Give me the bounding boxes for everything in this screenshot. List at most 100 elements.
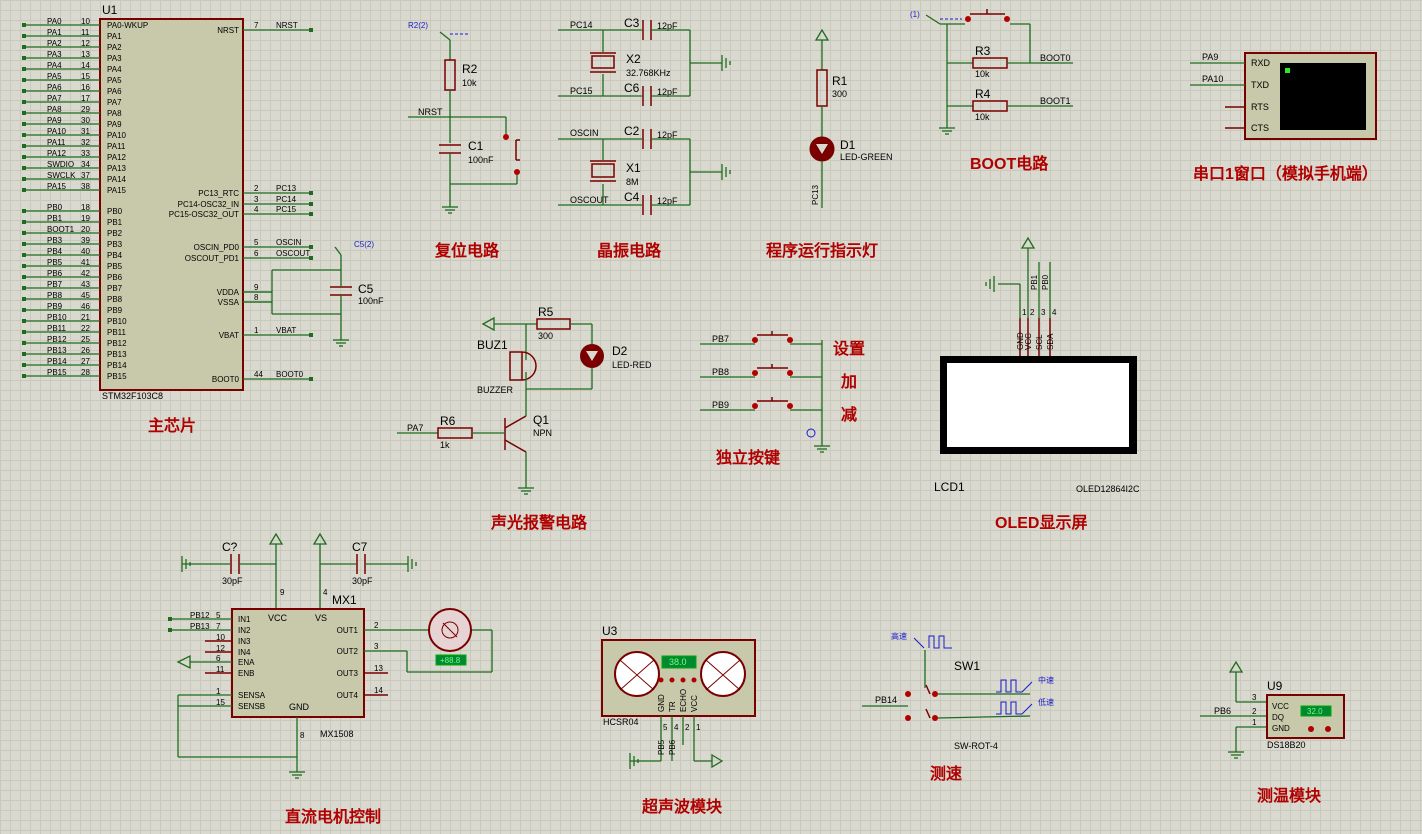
- mcu-pin-name: PB9: [107, 306, 123, 315]
- speed-mid-label: 中速: [1038, 675, 1054, 685]
- mcu-pin-name: PA14: [107, 175, 127, 184]
- c3-val: 12pF: [657, 21, 678, 31]
- motor-circuit[interactable]: C? 30pF C7 30pF 9 4 MX1 MX1508 VCC VS GN…: [168, 532, 493, 826]
- transducer-right-icon: [700, 651, 746, 697]
- mx-pin-name: OUT2: [337, 647, 359, 656]
- mcu-pin-name: PB15: [107, 372, 127, 381]
- indicator-led[interactable]: R1 300 D1 LED-GREEN PC13 程序运行指示灯: [766, 28, 893, 260]
- us-pin-num: 2: [685, 723, 690, 732]
- mcu-pin-name: OSCIN_PD0: [194, 243, 240, 252]
- ultrasonic-display: [661, 655, 697, 669]
- c-left-val: 30pF: [222, 576, 243, 586]
- motor-display: [435, 654, 467, 666]
- c2-ref: C2: [624, 124, 640, 138]
- mx-gnd: GND: [289, 702, 310, 712]
- section-title-reset: 复位电路: [434, 241, 500, 260]
- mcu-pin-number: 5: [254, 238, 259, 247]
- speed-high-label: 高速: [891, 631, 907, 641]
- pin-cts: CTS: [1251, 123, 1269, 133]
- mx-pin-name: ENA: [238, 658, 255, 667]
- r1-val: 300: [832, 89, 847, 99]
- net-pc13: PC13: [811, 184, 820, 205]
- crystal-circuit[interactable]: PC14 C3 12pF PC15 C6 12pF X2 32.768KHz O…: [558, 16, 731, 260]
- mcu-body[interactable]: [99, 18, 244, 391]
- mcu-pin-name: PA0-WKUP: [107, 21, 148, 30]
- mcu-pin-name: PA4: [107, 65, 122, 74]
- mx1508-body[interactable]: [231, 608, 365, 718]
- boot-circuit[interactable]: (1) R3 10k BOOT0 R4 10k BOOT1 BOOT电路: [910, 9, 1073, 173]
- mx-pin-number: 11: [216, 665, 225, 674]
- mcu-pin-number: 7: [254, 21, 259, 30]
- button-net-label: PB8: [712, 367, 729, 377]
- mcu-pin-name: PA10: [107, 131, 127, 140]
- oled-screen[interactable]: [947, 363, 1129, 447]
- r3-ref: R3: [975, 44, 991, 58]
- mx-pin-number: 5: [216, 611, 221, 620]
- oled-part: OLED12864I2C: [1076, 484, 1140, 494]
- mcu-net-label: BOOT0: [276, 370, 304, 379]
- mcu-ref: U1: [102, 3, 118, 17]
- mcu-pin-number: 22: [81, 324, 90, 333]
- mcu-net-label: SWDIO: [47, 160, 74, 169]
- mcu-pin-number: 10: [81, 17, 90, 26]
- mcu-net-label: PA10: [47, 127, 67, 136]
- mcu-net-label: OSCOUT: [276, 249, 310, 258]
- cap-c5[interactable]: C5 100nF C5(2): [243, 240, 384, 347]
- button-net-label: PB9: [712, 400, 729, 410]
- ds-gnd: GND: [1272, 724, 1290, 733]
- mcu-pin-number: 13: [81, 50, 90, 59]
- mx-pin-number: 7: [216, 622, 221, 631]
- oled-pin-num: 1: [1022, 308, 1027, 317]
- uart-terminal[interactable]: PA9 PA10 RXD TXD RTS CTS 串口1窗口（模拟手机端）: [1190, 52, 1378, 183]
- probe-icon: [439, 31, 451, 41]
- mx-pin-name: ENB: [238, 669, 254, 678]
- buz1-val: BUZZER: [477, 385, 514, 395]
- mcu-pin-name: PA11: [107, 142, 126, 151]
- mcu-pin-number: 30: [81, 116, 90, 125]
- mcu-pin-number: 25: [81, 335, 90, 344]
- pin-rts: RTS: [1251, 102, 1269, 112]
- r3-val: 10k: [975, 69, 990, 79]
- terminal-screen[interactable]: [1280, 63, 1366, 130]
- mcu-net-label: PB5: [47, 258, 63, 267]
- mcu-pin-name: PB1: [107, 218, 123, 227]
- mcu-pin-name: PA8: [107, 109, 122, 118]
- mcu-right-pins: 7NRSTNRST2PC13_RTCPC133PC14-OSC32_INPC14…: [169, 21, 313, 384]
- ultrasonic-display-value: 38.0: [669, 657, 687, 667]
- r6-ref: R6: [440, 414, 456, 428]
- mcu-pin-name: PB14: [107, 361, 127, 370]
- us-pin-num: 5: [663, 723, 668, 732]
- section-title-speed: 测速: [930, 764, 962, 783]
- oled-pin-num: 3: [1041, 308, 1046, 317]
- r6-val: 1k: [440, 440, 450, 450]
- power-arrow-icon: [711, 753, 724, 769]
- mcu-pin-number: 38: [81, 182, 90, 191]
- mx-pin-name: IN2: [238, 626, 251, 635]
- reset-circuit[interactable]: R2(2) R2 10k NRST C1 100nF 复位电路: [408, 21, 520, 260]
- mcu-net-label: PA12: [47, 149, 67, 158]
- motor-display-value: +88.8: [440, 656, 461, 665]
- mcu-net-label: PA0: [47, 17, 62, 26]
- r2-ref: R2: [462, 62, 478, 76]
- c7-ref: C7: [352, 540, 368, 554]
- sw1-part: SW-ROT-4: [954, 741, 998, 751]
- section-title-buttons: 独立按键: [716, 448, 780, 467]
- mcu-pin-name: VDDA: [217, 288, 240, 297]
- alarm-circuit[interactable]: R5 300 D2 LED-RED BUZ1 BUZZER Q1 NPN PA7…: [397, 305, 652, 532]
- mcu-pin-name: PA6: [107, 87, 122, 96]
- speed-switch[interactable]: 高速 中速 低速 PB14 SW1 SW-ROT-4 测速: [862, 631, 1054, 783]
- net-pb6: PB6: [1214, 706, 1231, 716]
- lcd1-ref: LCD1: [934, 480, 965, 494]
- r5-val: 300: [538, 331, 553, 341]
- x2-val: 32.768KHz: [626, 68, 671, 78]
- mcu-net-label: PB12: [47, 335, 67, 344]
- temp-module[interactable]: PB6 32.0 VCC DQ GND 3 2 1 U9 DS18B20 测温模…: [1200, 660, 1345, 805]
- mcu-pin-name: PA1: [107, 32, 122, 41]
- mx-pin-number: 10: [216, 633, 225, 642]
